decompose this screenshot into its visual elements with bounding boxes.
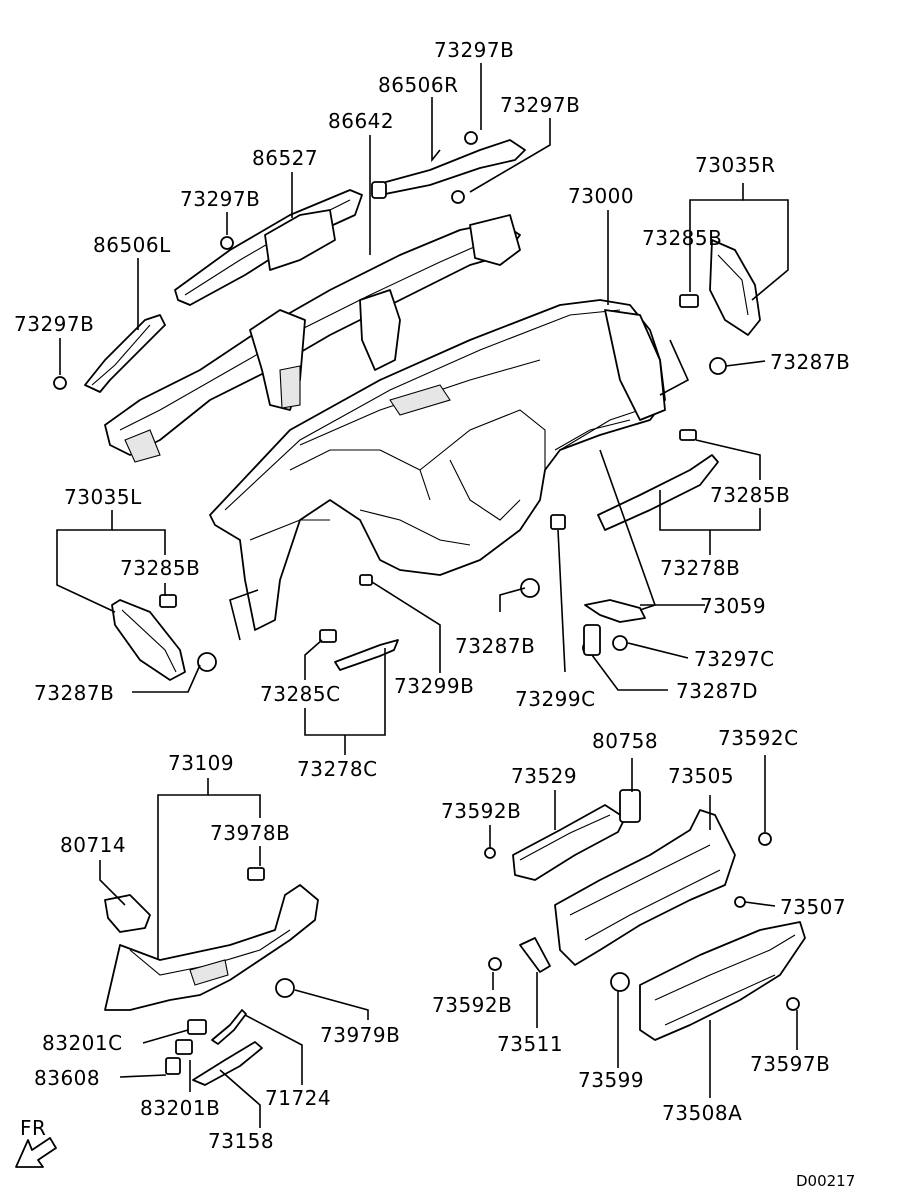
label-73285b-l: 73285B <box>120 556 200 580</box>
label-73285b-r: 73285B <box>642 226 722 250</box>
label-73285b-r2: 73285B <box>710 483 790 507</box>
label-73507: 73507 <box>780 895 846 919</box>
label-86506r: 86506R <box>378 73 459 97</box>
label-73287d: 73287D <box>676 679 758 703</box>
label-83608: 83608 <box>34 1066 100 1090</box>
label-73278c: 73278C <box>297 757 378 781</box>
garnish-73278b <box>597 429 719 531</box>
label-73287b-r: 73287B <box>770 350 850 374</box>
label-73592b-b: 73592B <box>432 993 512 1017</box>
glove-box-lid-73508a <box>639 921 806 1041</box>
label-73597b: 73597B <box>750 1052 830 1076</box>
duct-86642 <box>104 214 521 463</box>
label-73285c: 73285C <box>260 682 341 706</box>
label-73109: 73109 <box>168 751 234 775</box>
label-73297c: 73297C <box>694 647 775 671</box>
label-73299b: 73299B <box>394 674 474 698</box>
label-73978b: 73978B <box>210 821 290 845</box>
part-labels: 73297B 86506R 73297B 86642 86527 73297B … <box>14 38 855 1187</box>
lower-panel-73109 <box>104 867 319 1011</box>
instrument-panel-73000 <box>209 299 666 631</box>
label-73505: 73505 <box>668 764 734 788</box>
glove-box-frame-73505 <box>554 789 736 966</box>
glove-box-hinge-73511 <box>519 937 551 973</box>
label-73297b-mid: 73297B <box>180 187 260 211</box>
label-83201c: 83201C <box>42 1031 123 1055</box>
label-73035l: 73035L <box>64 485 142 509</box>
label-73297b-top2: 73297B <box>500 93 580 117</box>
label-80714: 80714 <box>60 833 126 857</box>
garnish-73278c <box>319 514 566 671</box>
label-73599: 73599 <box>578 1068 644 1092</box>
front-direction-arrow-icon <box>15 1137 57 1168</box>
label-73059: 73059 <box>700 594 766 618</box>
label-73592c: 73592C <box>718 726 799 750</box>
label-73158: 73158 <box>208 1129 274 1153</box>
label-71724: 71724 <box>265 1086 331 1110</box>
duct-86527 <box>174 189 363 306</box>
glove-box-73529 <box>512 804 626 881</box>
label-73508a: 73508A <box>662 1101 742 1125</box>
label-73287b-m: 73287B <box>455 634 535 658</box>
label-73592b-t: 73592B <box>441 799 521 823</box>
label-73278b: 73278B <box>660 556 740 580</box>
label-73511: 73511 <box>497 1032 563 1056</box>
label-73287b-l: 73287B <box>34 681 114 705</box>
side-cover-73035r <box>679 239 761 336</box>
label-73297b-top: 73297B <box>434 38 514 62</box>
label-fr: FR <box>20 1116 46 1140</box>
label-73000: 73000 <box>568 184 634 208</box>
label-86642: 86642 <box>328 109 394 133</box>
duct-86506l <box>84 314 166 393</box>
leader-lines <box>56 63 798 1128</box>
label-83201b: 83201B <box>140 1096 220 1120</box>
label-73529: 73529 <box>511 764 577 788</box>
side-cover-73035l <box>111 594 186 681</box>
label-80758: 80758 <box>592 729 658 753</box>
label-73035r: 73035R <box>695 153 776 177</box>
label-86506l: 86506L <box>93 233 171 257</box>
diagram-code: D00217 <box>796 1172 855 1187</box>
label-86527: 86527 <box>252 146 318 170</box>
lower-small-parts <box>165 1009 263 1086</box>
duct-86506r <box>371 139 526 199</box>
label-73299c: 73299C <box>515 687 596 711</box>
label-73979b: 73979B <box>320 1023 400 1047</box>
label-73297b-left: 73297B <box>14 312 94 336</box>
